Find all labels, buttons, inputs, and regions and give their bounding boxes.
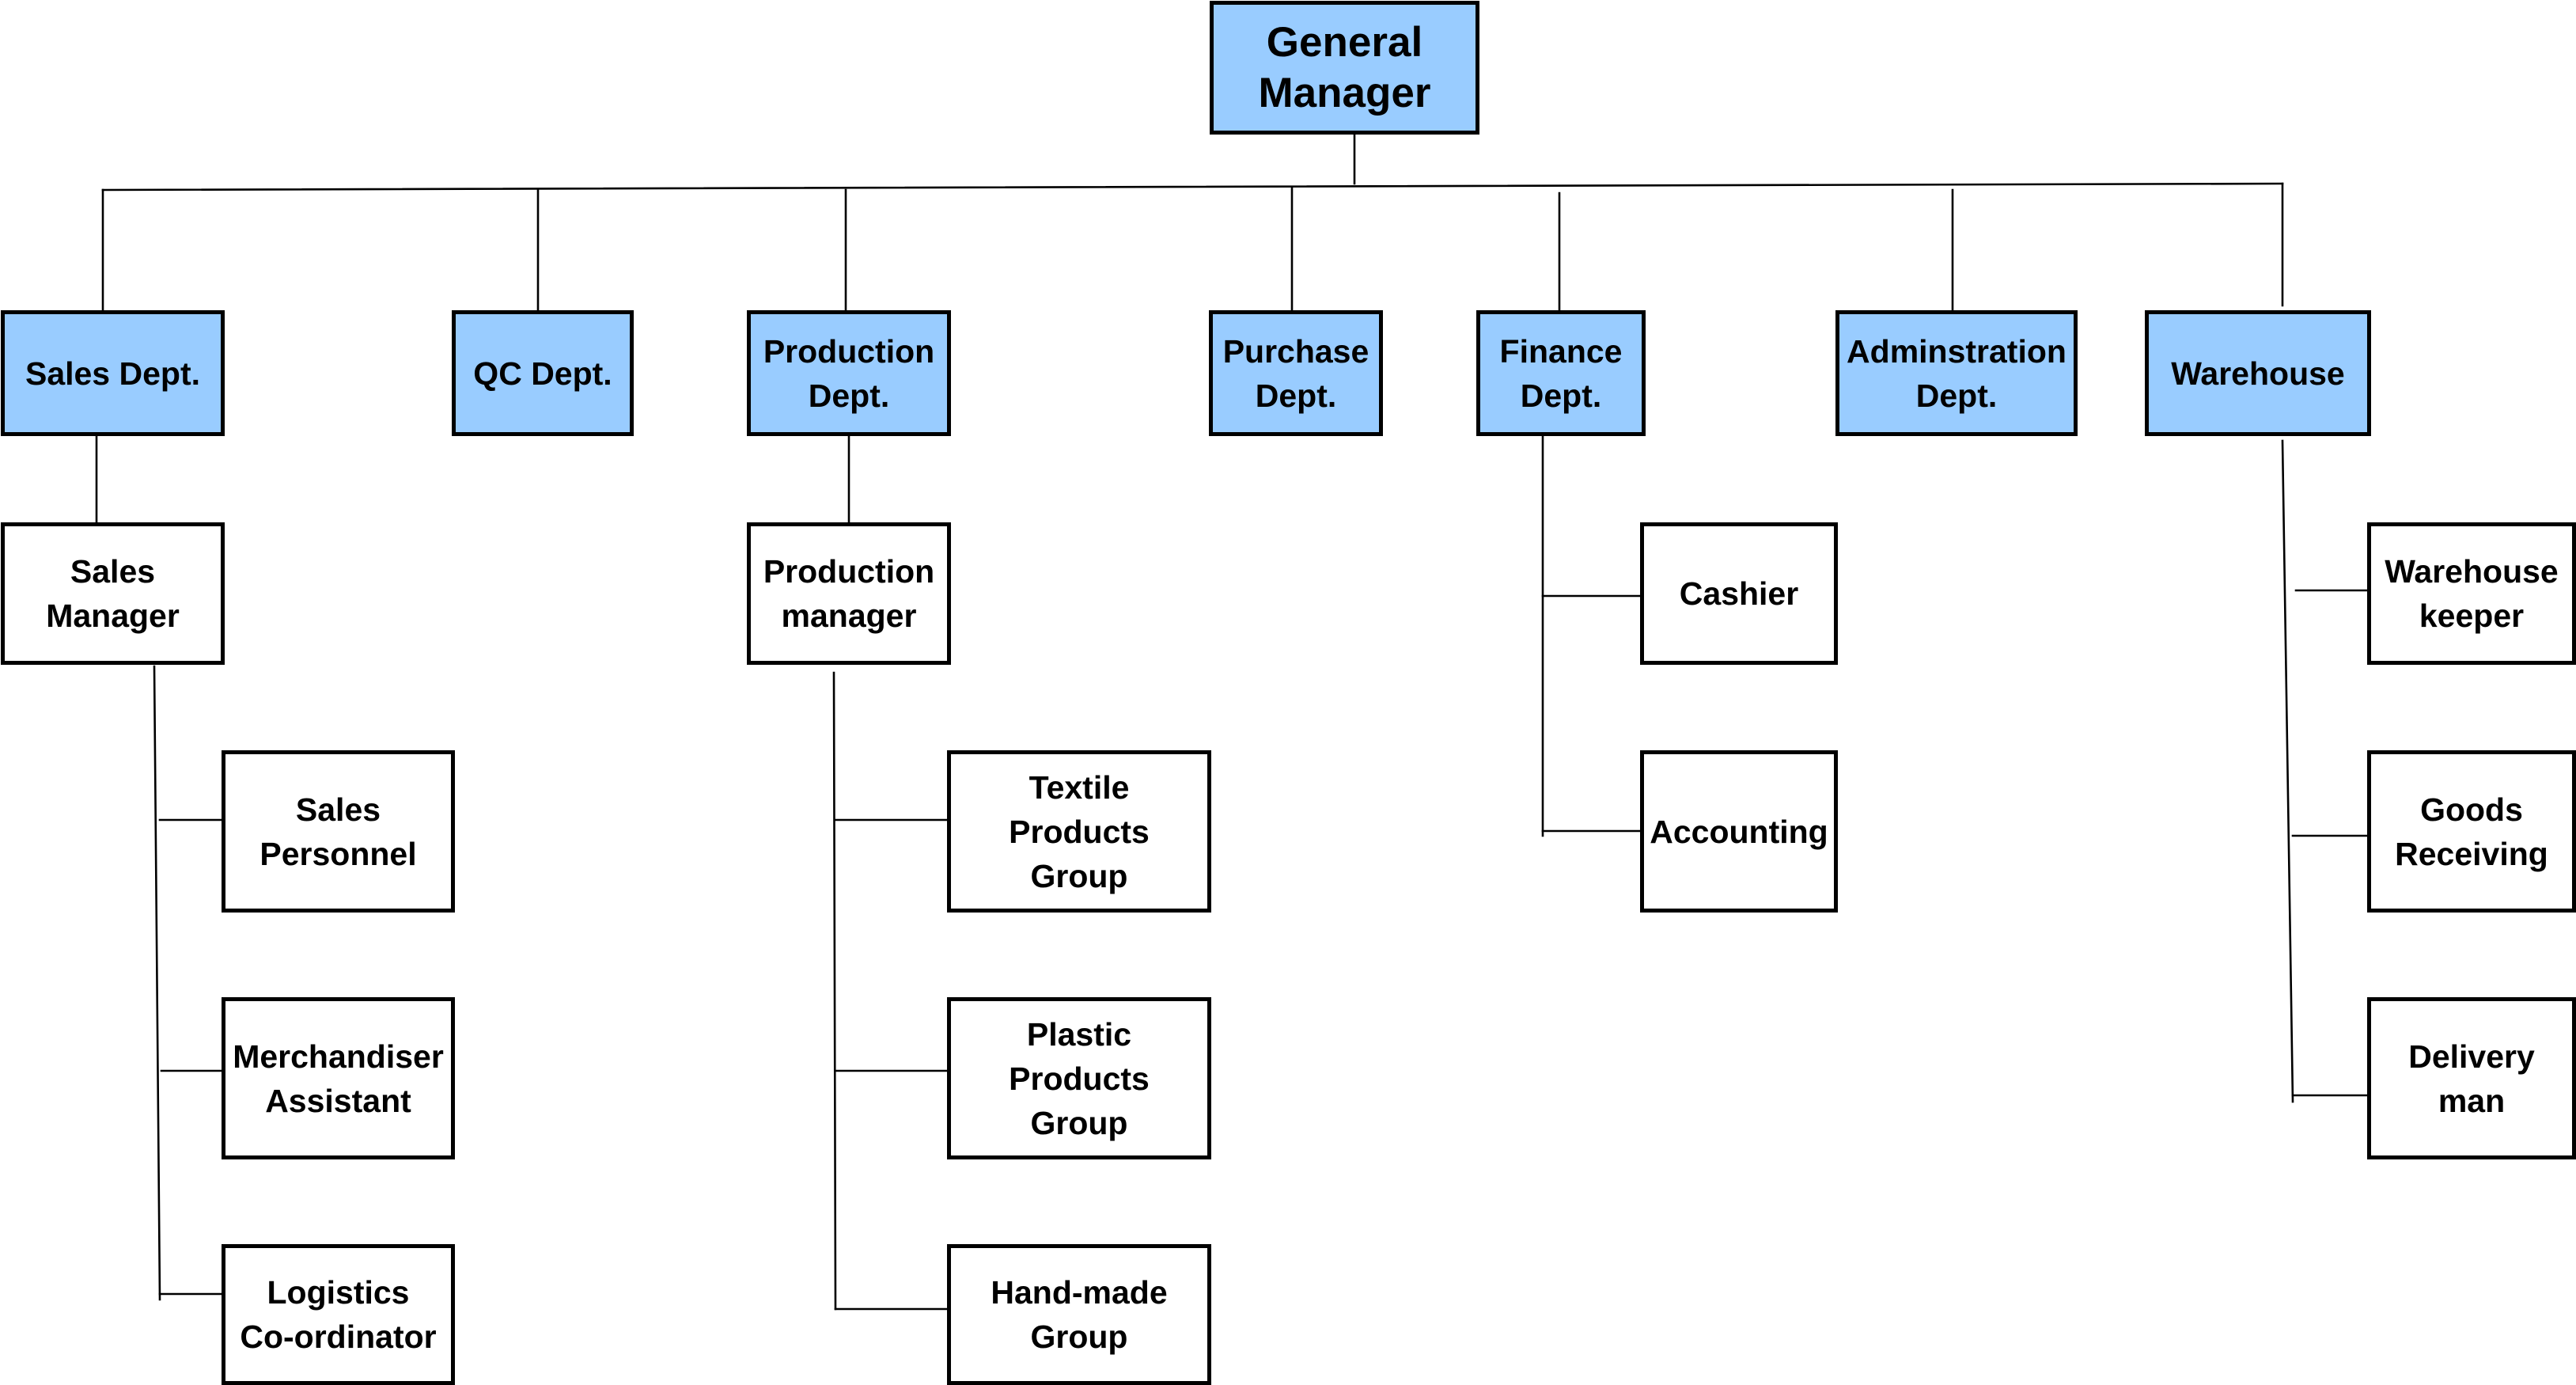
finance-dept-box: Finance Dept. [1476, 310, 1646, 436]
goods-receiving-box: Goods Receiving [2367, 750, 2576, 913]
cashier-box: Cashier [1640, 522, 1838, 665]
qc-dept-box: QC Dept. [452, 310, 634, 436]
administration-dept-box: Adminstration Dept. [1835, 310, 2078, 436]
connector-main-bus [101, 182, 2284, 192]
production-manager-box: Production manager [747, 522, 951, 665]
sales-manager-box: Sales Manager [1, 522, 225, 665]
warehouse-keeper-box: Warehouse keeper [2367, 522, 2576, 665]
sales-dept-box: Sales Dept. [1, 310, 225, 436]
plastic-products-group-box: Plastic Products Group [947, 997, 1211, 1159]
warehouse-box: Warehouse [2145, 310, 2371, 436]
connector-warehouse-spine [2281, 439, 2294, 1103]
accounting-box: Accounting [1640, 750, 1838, 913]
general-manager-box: General Manager [1210, 1, 1479, 135]
delivery-man-box: Delivery man [2367, 997, 2576, 1159]
sales-personnel-box: Sales Personnel [222, 750, 455, 913]
textile-products-group-box: Textile Products Group [947, 750, 1211, 913]
production-dept-box: Production Dept. [747, 310, 951, 436]
purchase-dept-box: Purchase Dept. [1209, 310, 1383, 436]
merchandiser-assistant-box: Merchandiser Assistant [222, 997, 455, 1159]
hand-made-group-box: Hand-made Group [947, 1244, 1211, 1385]
connector-sales-spine [153, 665, 161, 1301]
connector-production-spine [832, 671, 837, 1311]
logistics-coordinator-box: Logistics Co-ordinator [222, 1244, 455, 1385]
